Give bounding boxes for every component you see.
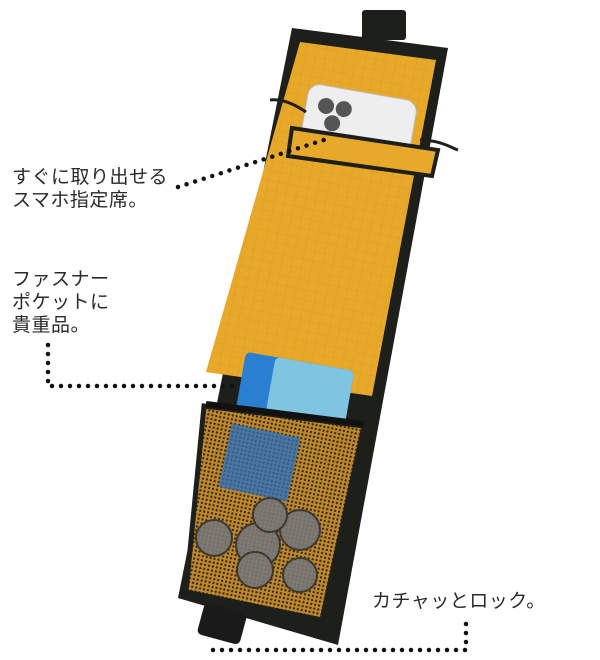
callout-text: ポケットに [12,291,110,313]
coins [195,497,321,593]
elastic-cord [269,98,459,152]
zipper [205,401,365,427]
buckle [197,603,247,645]
callout-text: 貴重品。 [12,314,91,336]
top-strap [362,10,406,40]
callout-text: スマホ指定席。 [12,189,148,211]
callout-zipper-pocket: ファスナー ポケットに 貴重品。 [12,268,110,337]
callout-buckle: カチャッとロック。 [372,590,546,612]
callout-phone-pocket: すぐに取り出せる スマホ指定席。 [12,166,168,212]
callout-text: ファスナー [12,268,110,290]
callout-text: すぐに取り出せる [12,166,169,188]
callout-leaders [45,135,469,653]
